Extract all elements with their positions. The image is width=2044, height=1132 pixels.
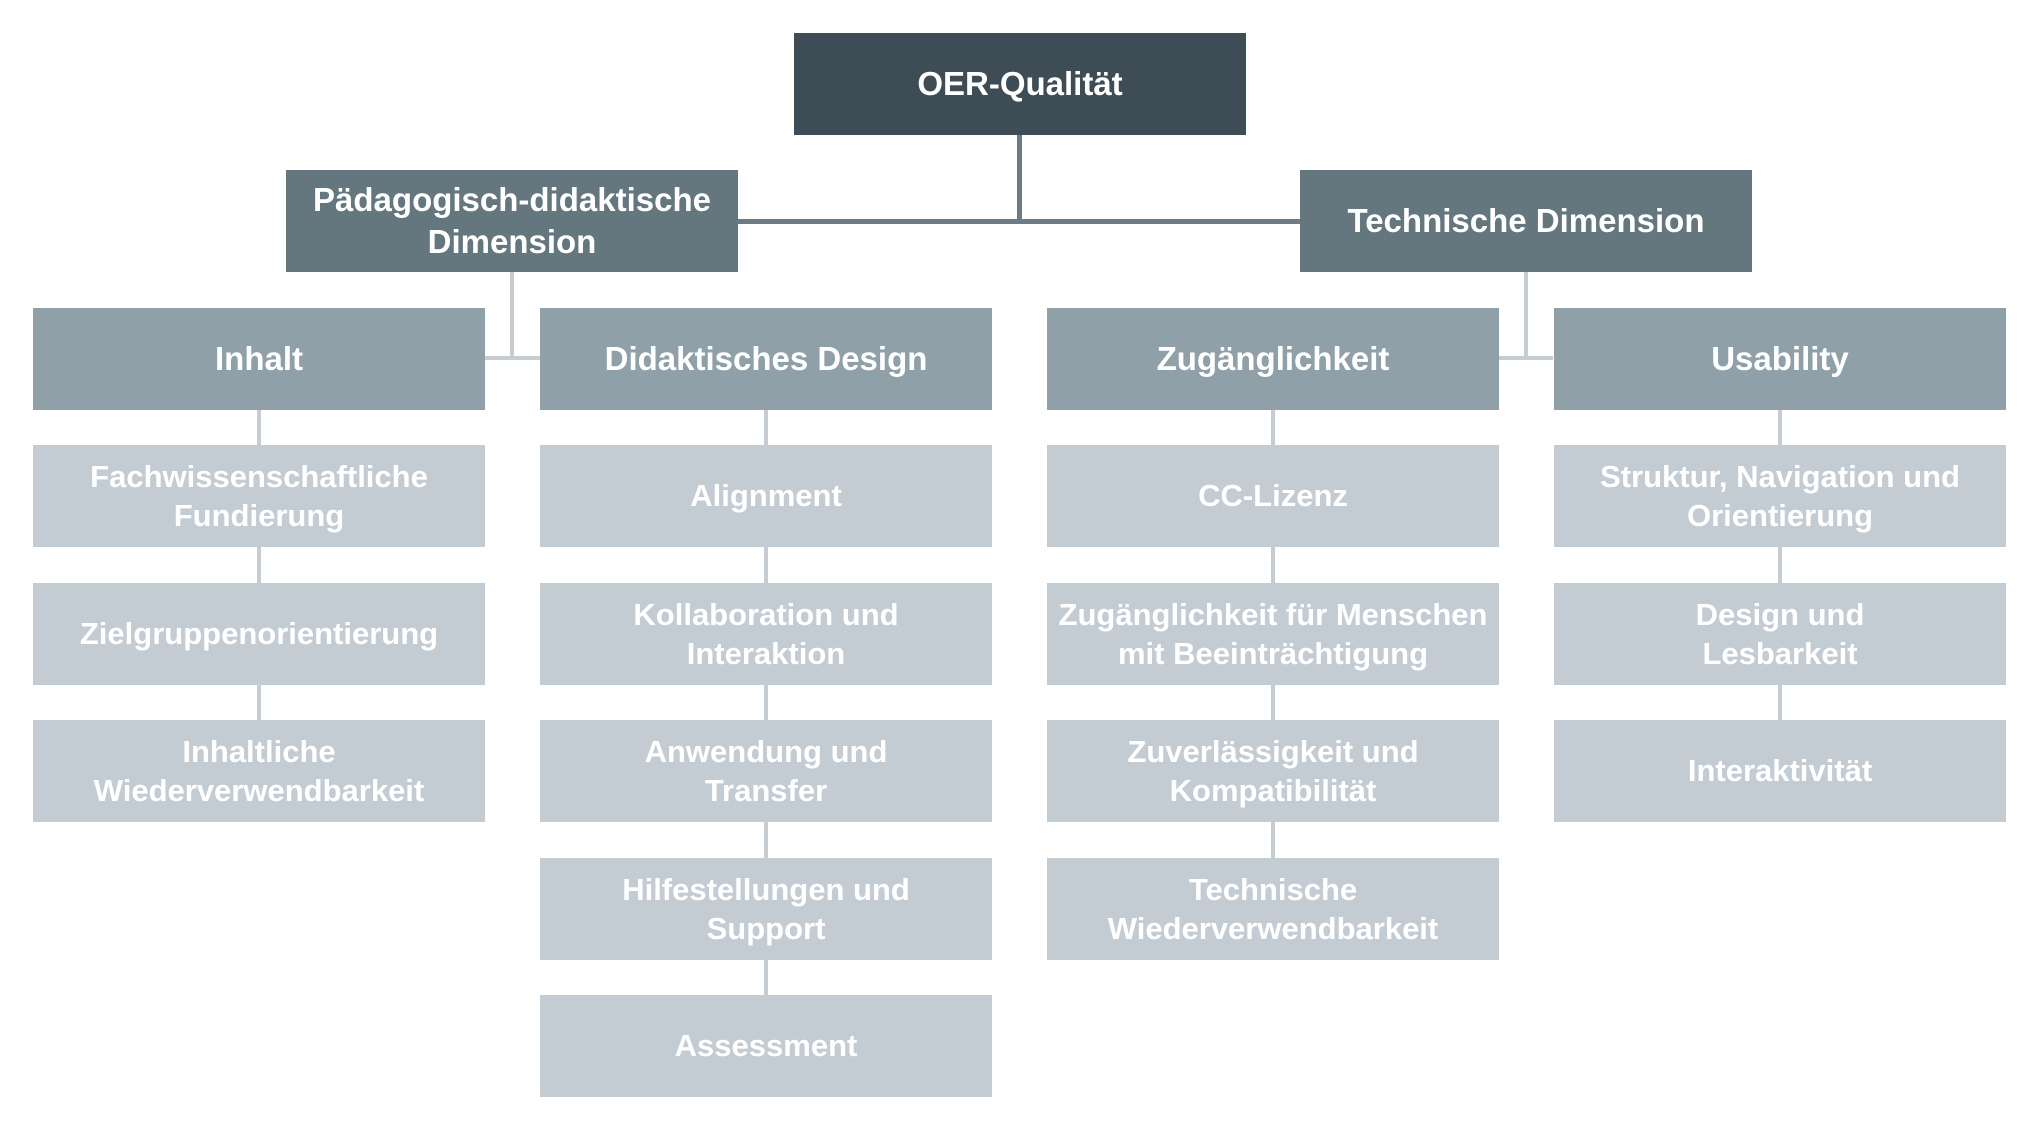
connector-col3-seg4 [1271, 822, 1275, 858]
connector-col1-seg3 [257, 685, 261, 720]
node-didaktisches-design: Didaktisches Design [540, 308, 992, 410]
connector-col2-seg5 [764, 960, 768, 995]
node-technische-dimension: Technische Dimension [1300, 170, 1752, 272]
connector-col2-seg4 [764, 822, 768, 858]
connector-col1-seg1 [257, 410, 261, 445]
connector-col4-seg3 [1778, 685, 1782, 720]
connector-left-dimension-vertical [510, 272, 514, 360]
connector-dimensions-horizontal [738, 219, 1302, 224]
connector-right-dimension-vertical [1524, 272, 1528, 360]
node-struktur-navigation-und-orientierung: Struktur, Navigation und Orientierung [1554, 445, 2006, 547]
node-cc-lizenz: CC-Lizenz [1047, 445, 1499, 547]
node-inhaltliche-wiederverwendbarkeit: Inhaltliche Wiederverwendbarkeit [33, 720, 485, 822]
connector-col2-seg3 [764, 685, 768, 720]
node-zugaenglichkeit-fuer-menschen-mit-beeintraechtigung: Zugänglichkeit für Menschen mit Beeinträ… [1047, 583, 1499, 685]
connector-root-vertical [1017, 135, 1022, 224]
connector-left-dimension-tbar [485, 356, 541, 360]
node-paedagogisch-didaktische-dimension: Pädagogisch-didaktische Dimension [286, 170, 738, 272]
node-inhalt: Inhalt [33, 308, 485, 410]
connector-col4-seg2 [1778, 547, 1782, 583]
node-zuverlaessigkeit-und-kompatibilitaet: Zuverlässigkeit und Kompatibilität [1047, 720, 1499, 822]
node-hilfestellungen-und-support: Hilfestellungen und Support [540, 858, 992, 960]
node-usability: Usability [1554, 308, 2006, 410]
connector-col2-seg1 [764, 410, 768, 445]
connector-col2-seg2 [764, 547, 768, 583]
connector-col3-seg3 [1271, 685, 1275, 720]
node-zielgruppenorientierung: Zielgruppenorientierung [33, 583, 485, 685]
node-assessment: Assessment [540, 995, 992, 1097]
node-zugaenglichkeit: Zugänglichkeit [1047, 308, 1499, 410]
connector-col3-seg2 [1271, 547, 1275, 583]
node-technische-wiederverwendbarkeit: Technische Wiederverwendbarkeit [1047, 858, 1499, 960]
connector-col4-seg1 [1778, 410, 1782, 445]
connector-right-dimension-tbar [1497, 356, 1553, 360]
node-design-und-lesbarkeit: Design und Lesbarkeit [1554, 583, 2006, 685]
node-kollaboration-und-interaktion: Kollaboration und Interaktion [540, 583, 992, 685]
node-oer-qualitaet: OER-Qualität [794, 33, 1246, 135]
node-fachwissenschaftliche-fundierung: Fachwissenschaftliche Fundierung [33, 445, 485, 547]
node-anwendung-und-transfer: Anwendung und Transfer [540, 720, 992, 822]
node-interaktivitaet: Interaktivität [1554, 720, 2006, 822]
node-alignment: Alignment [540, 445, 992, 547]
connector-col1-seg2 [257, 547, 261, 583]
connector-col3-seg1 [1271, 410, 1275, 445]
